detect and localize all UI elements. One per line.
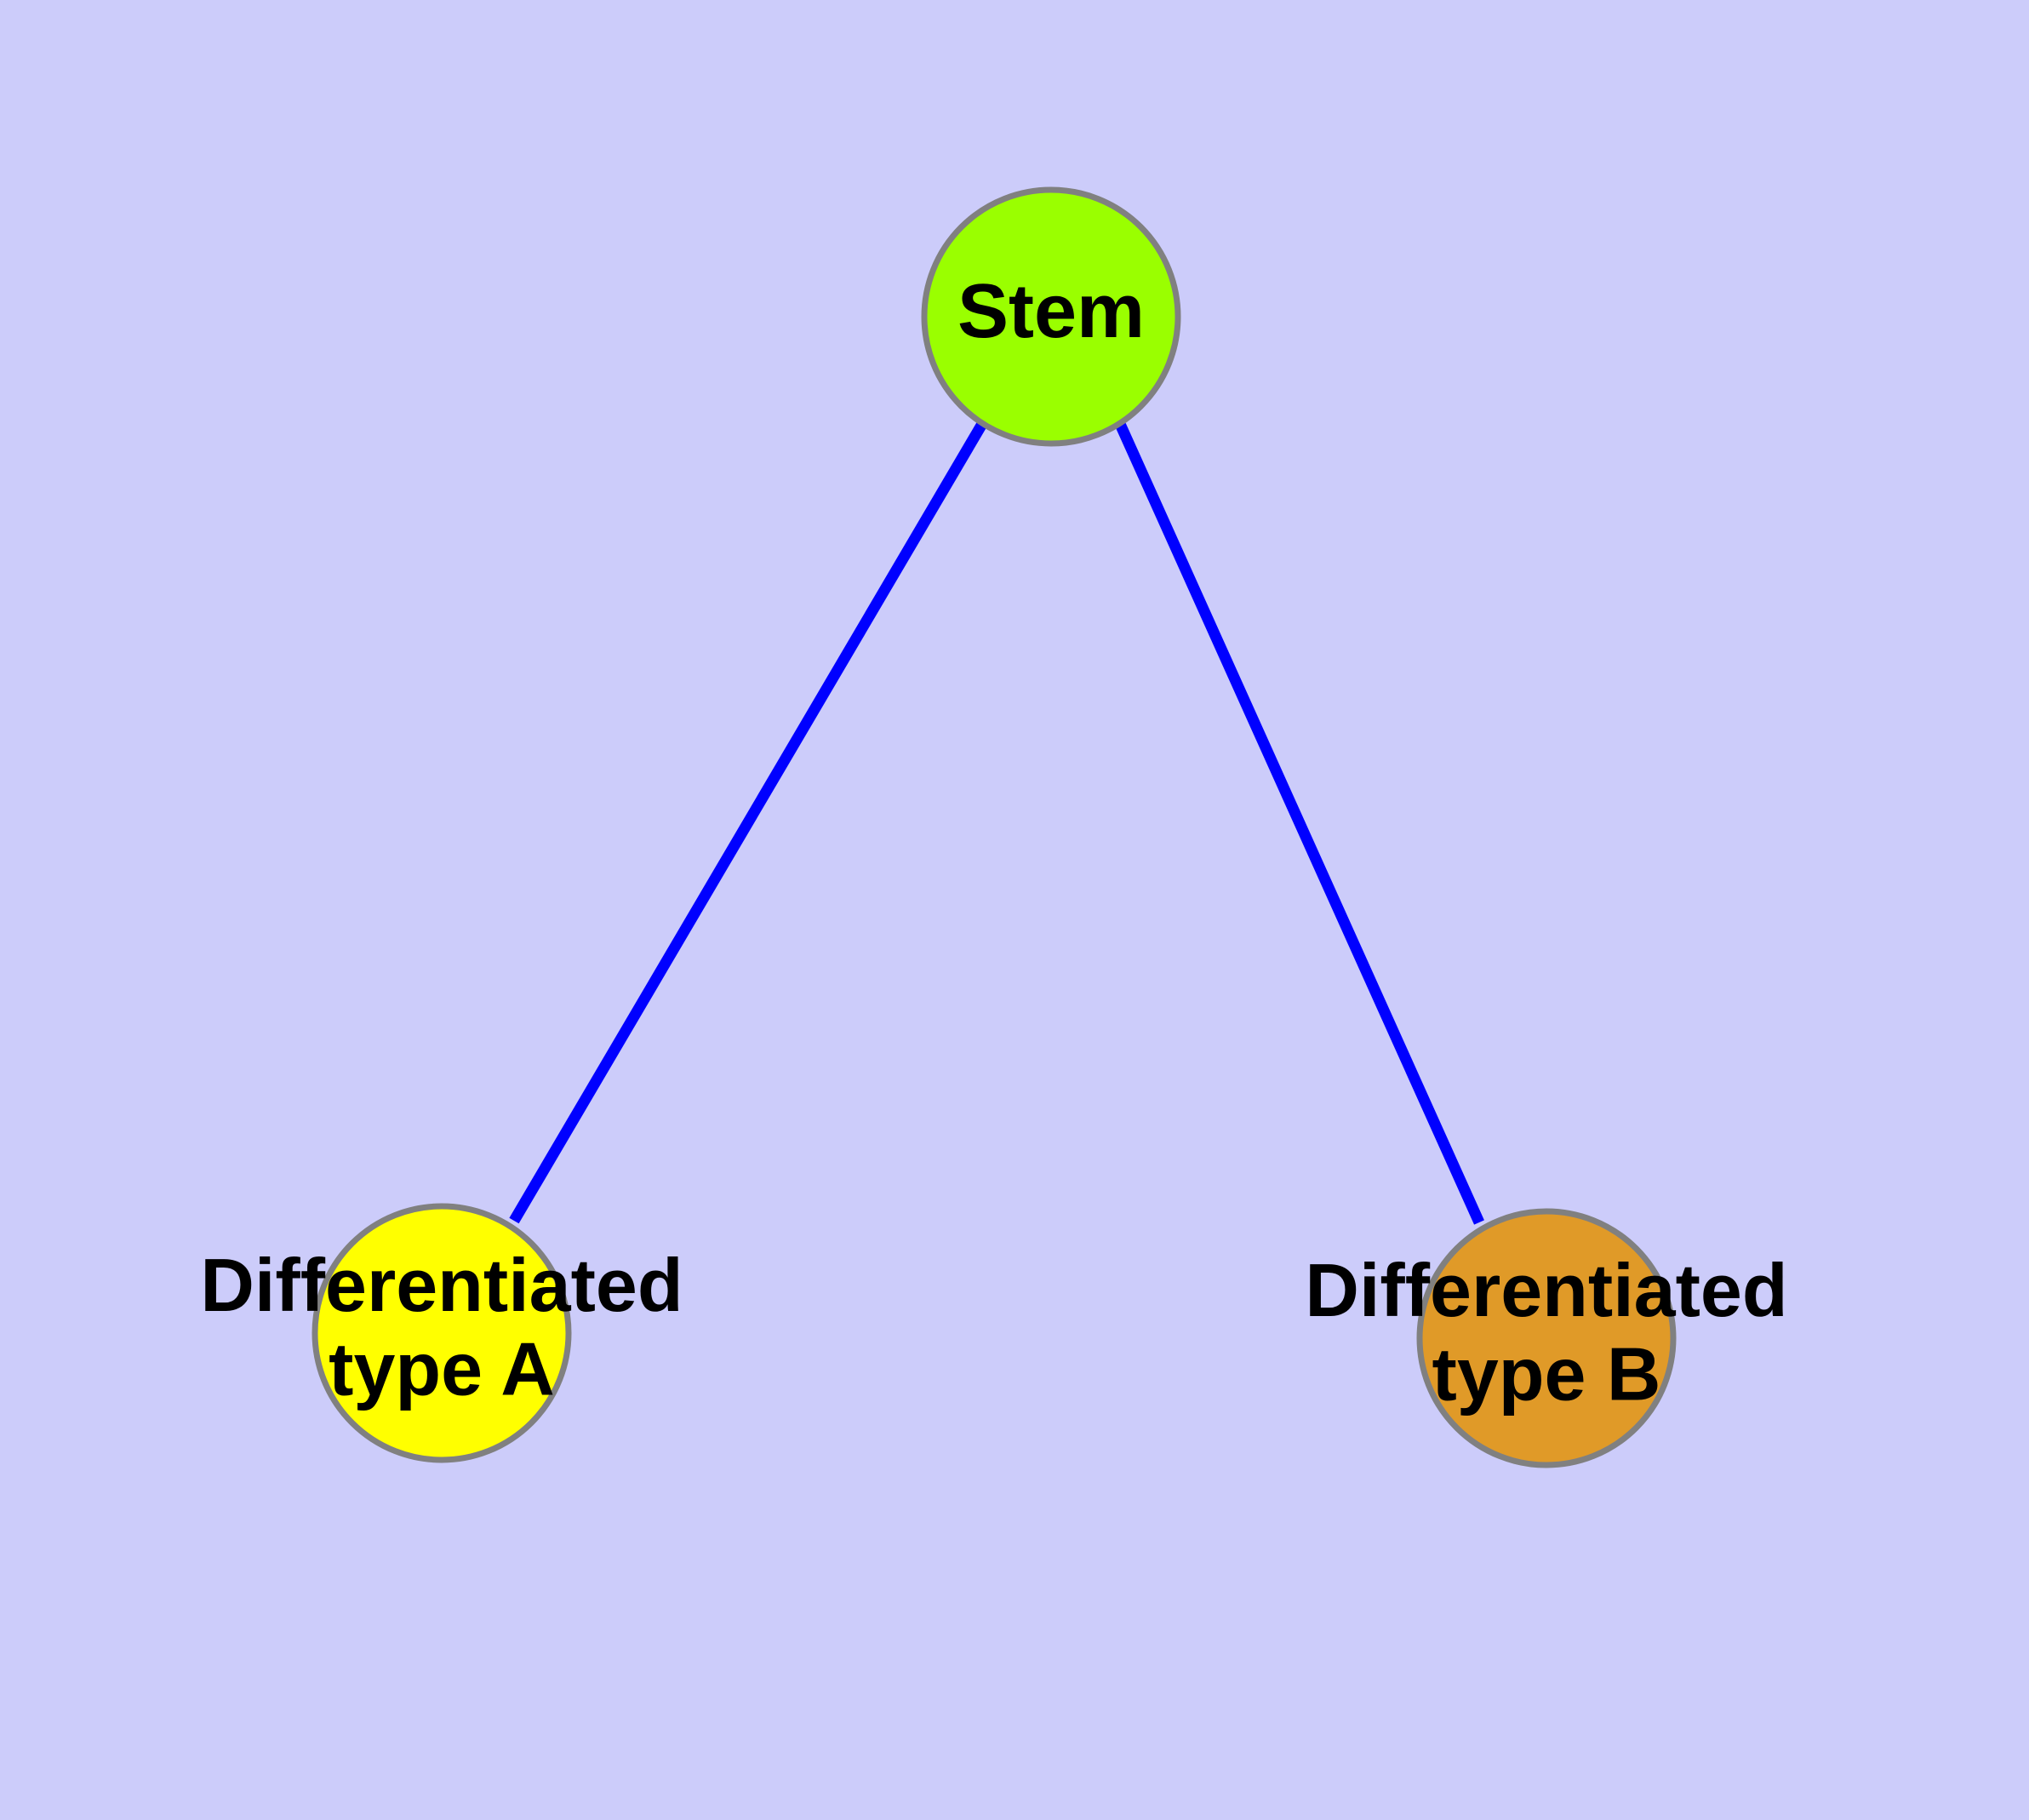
node-circle-differentiated-a[interactable] — [311, 1203, 572, 1463]
node-label-differentiated-b-line2: type B — [1432, 1332, 1661, 1417]
label-layer: Differentiated type A Differentiated typ… — [200, 269, 1787, 1417]
node-differentiated-a[interactable] — [311, 1203, 572, 1463]
node-circle-differentiated-b[interactable] — [1416, 1208, 1677, 1468]
node-label-differentiated-a-line2: type A — [329, 1327, 555, 1411]
edge-stem-to-differentiated-a[interactable] — [509, 421, 987, 1224]
node-differentiated-b[interactable] — [1416, 1208, 1677, 1468]
node-label-stem-line1: Stem — [957, 269, 1145, 354]
edge-stem-to-differentiated-b[interactable] — [1115, 421, 1484, 1225]
edge-layer — [509, 421, 1484, 1225]
node-label-differentiated-b-line1: Differentiated — [1305, 1248, 1787, 1332]
node-label-differentiated-a-line1: Differentiated — [200, 1243, 683, 1327]
node-circle-stem[interactable] — [921, 186, 1181, 447]
node-stem[interactable] — [921, 186, 1181, 447]
